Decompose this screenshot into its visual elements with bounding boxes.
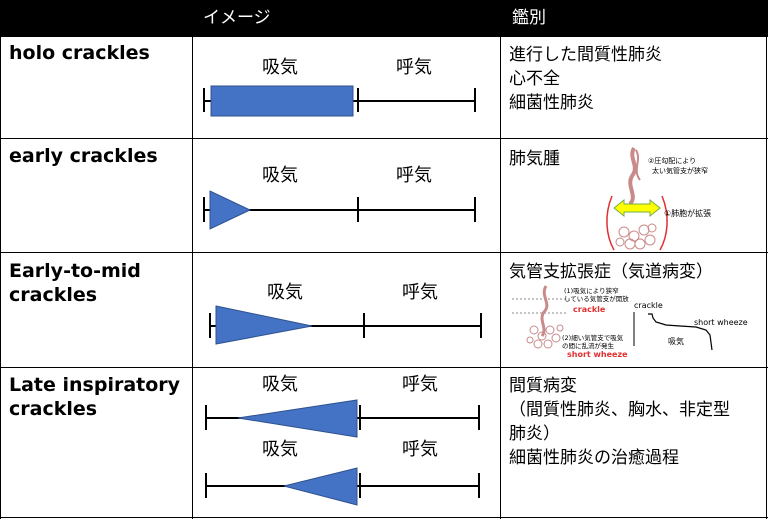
grid-line (192, 37, 193, 519)
bronchus-shape (540, 285, 549, 337)
note-line: している気管支が開放 (564, 295, 629, 303)
note-line: ②圧勾配により (648, 157, 697, 165)
diff-item: 間質病変 (509, 376, 577, 396)
alveoli-cluster (615, 223, 657, 250)
waveform-label-short-wheeze: short wheeze (694, 318, 748, 327)
row-label-text: Late inspiratory (9, 374, 181, 396)
note-line: crackle (634, 301, 663, 310)
diff-list-early: 肺気腫 (509, 147, 560, 171)
diff-item: 細菌性肺炎 (509, 93, 594, 113)
crackle-wedge (283, 467, 358, 506)
diff-item: 肺気腫 (509, 149, 560, 169)
crackle-wedge (237, 399, 358, 438)
phase-inspiration: 吸気 (267, 282, 303, 303)
row-label-text: crackles (9, 284, 98, 306)
row-label-holo: holo crackles (9, 41, 150, 65)
phase-expiration: 呼気 (402, 439, 438, 460)
note-line: (1)吸気により狭窄 (564, 287, 619, 295)
bronchiectasis-note-red: crackle (573, 305, 605, 314)
diff-item: 進行した間質性肺炎 (509, 45, 662, 65)
phase-expiration: 呼気 (396, 57, 432, 78)
expansion-arrow (613, 198, 661, 218)
row-divider (0, 138, 768, 139)
row-label-text: early crackles (9, 145, 158, 167)
note-line: short wheeze (694, 318, 748, 327)
row-label-text: holo crackles (9, 42, 150, 64)
grid-line (766, 37, 767, 519)
diff-item: 細菌性肺炎の治癒過程 (509, 448, 679, 468)
bronchiectasis-note-red: short wheeze (567, 350, 628, 359)
crackle-wedge (215, 305, 313, 345)
row-divider (0, 252, 768, 253)
row-label-text: crackles (9, 398, 98, 420)
phase-inspiration: 吸気 (262, 165, 298, 186)
alveoli-cluster (526, 324, 564, 349)
note-line: crackle (573, 305, 606, 314)
waveform-label-inspiration: 吸気 (668, 336, 684, 347)
diff-item: 気管支拡張症（気道病変） (509, 262, 713, 282)
waveform-label-crackle: crackle (634, 301, 663, 310)
phase-expiration: 呼気 (402, 374, 438, 395)
crackle-waveform (648, 313, 713, 351)
emphysema-note: ①肺胞が拡張 (664, 209, 711, 219)
row-divider (0, 517, 768, 518)
grid-line (0, 37, 1, 519)
diff-list-early-to-mid: 気管支拡張症（気道病変） (509, 260, 713, 284)
header-bar (0, 0, 768, 37)
crackle-wedge (209, 190, 252, 230)
diff-list-late-inspiratory: 間質病変 （間質性肺炎、胸水、非定型 肺炎） 細菌性肺炎の治癒過程 (509, 374, 730, 470)
note-line: 太い気管支が狭窄 (652, 167, 708, 175)
grid-line (500, 37, 501, 519)
note-line: (2)細い気管支で吸気 (562, 334, 624, 342)
lung-outline (659, 195, 668, 251)
header-diff-column: 鑑別 (512, 0, 546, 37)
bronchiectasis-note: (1)吸気により狭窄 している気管支が開放 (564, 287, 629, 303)
row-divider (0, 367, 768, 368)
phase-inspiration: 吸気 (262, 439, 298, 460)
lung-outline (606, 195, 615, 251)
bronchiectasis-note: (2)細い気管支で吸気 の間に乱流が発生 (562, 334, 623, 350)
bronchus-shape (628, 146, 637, 206)
phase-expiration: 呼気 (396, 165, 432, 186)
row-label-text: Early-to-mid (9, 260, 141, 282)
header-diff-label: 鑑別 (512, 8, 546, 28)
row-label-early-to-mid: Early-to-mid crackles (9, 259, 141, 307)
crackle-bar (210, 85, 354, 117)
note-line: short wheeze (567, 350, 628, 359)
diff-item: 心不全 (509, 69, 560, 89)
phase-inspiration: 吸気 (262, 374, 298, 395)
header-image-column: イメージ (203, 0, 271, 37)
bronchus-shape (635, 149, 641, 181)
diff-item: 肺炎） (509, 424, 560, 444)
note-line: 吸気 (668, 337, 684, 346)
diff-list-holo: 進行した間質性肺炎 心不全 細菌性肺炎 (509, 43, 662, 115)
note-line: ①肺胞が拡張 (664, 209, 712, 218)
phase-expiration: 呼気 (402, 282, 438, 303)
emphysema-note: ②圧勾配により 太い気管支が狭窄 (648, 156, 708, 176)
phase-inspiration: 吸気 (262, 57, 298, 78)
header-image-label: イメージ (203, 8, 271, 28)
row-label-early: early crackles (9, 144, 158, 168)
note-line: の間に乱流が発生 (562, 342, 614, 350)
diff-item: （間質性肺炎、胸水、非定型 (509, 400, 730, 420)
row-label-late-inspiratory: Late inspiratory crackles (9, 373, 180, 421)
